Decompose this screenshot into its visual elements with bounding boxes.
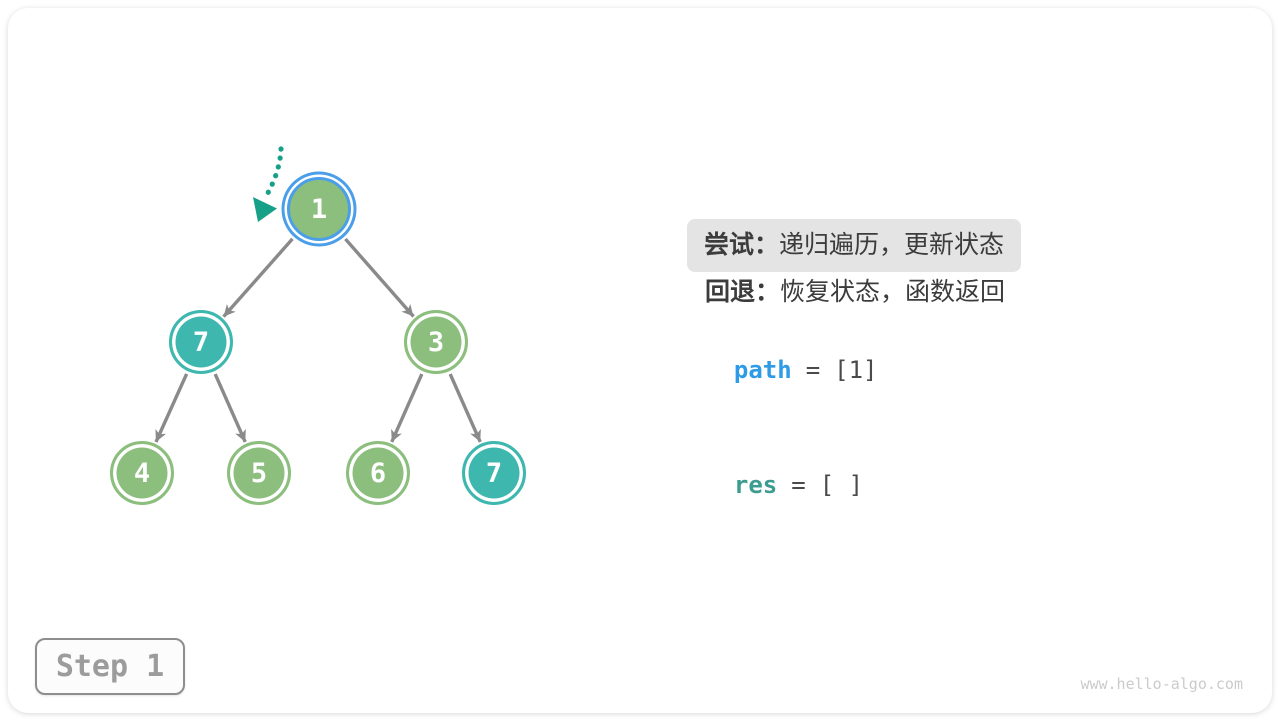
- path-variable-value: [1]: [834, 356, 878, 384]
- try-text: 递归遍历，更新状态: [779, 231, 1005, 259]
- tree-node-1-current: 1: [287, 177, 351, 241]
- res-equals-sign: =: [791, 471, 806, 499]
- tree-node-3: 3: [404, 310, 468, 374]
- tree-node-7: 7: [462, 441, 526, 505]
- res-variable-name: res: [733, 471, 778, 499]
- path-equals-sign: =: [805, 356, 821, 384]
- backtrack-text: 恢复状态，函数返回: [780, 278, 1006, 306]
- backtrack-line: 回退：恢复状态，函数返回: [705, 278, 1005, 306]
- try-step-highlight: 尝试：递归遍历，更新状态: [687, 219, 1022, 272]
- path-variable-name: path: [733, 356, 792, 384]
- res-variable-line: res = [ ]: [705, 445, 863, 499]
- step-badge: Step 1: [35, 638, 185, 695]
- path-variable-line: path = [1]: [705, 330, 878, 384]
- tree-node-5: 5: [227, 441, 291, 505]
- tree-node-4: 4: [110, 441, 174, 505]
- watermark: www.hello-algo.com: [1080, 675, 1243, 693]
- tree-node-7: 7: [169, 310, 233, 374]
- try-label: 尝试：: [704, 231, 780, 259]
- res-variable-value: [ ]: [819, 471, 864, 499]
- backtrack-label: 回退：: [705, 278, 781, 306]
- tree-node-6: 6: [346, 441, 410, 505]
